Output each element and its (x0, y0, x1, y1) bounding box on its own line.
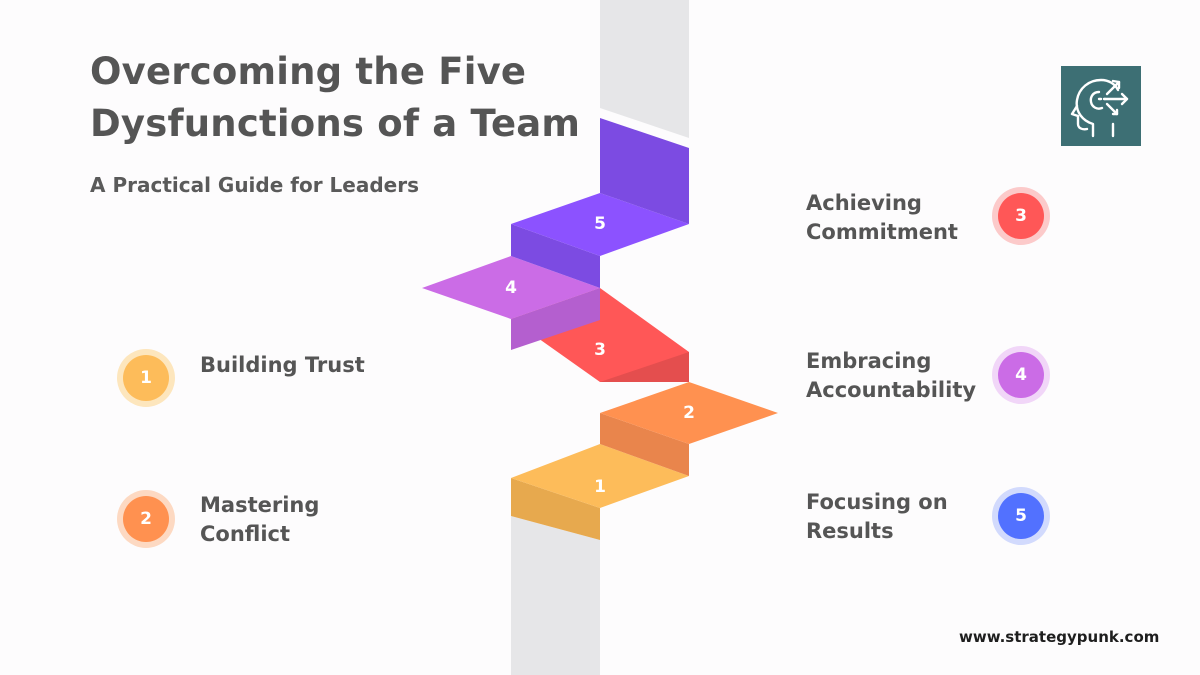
step-label-mastering-conflict: Mastering Conflict (200, 493, 320, 546)
pillar-top (600, 0, 689, 138)
stair-4-tread (422, 256, 600, 319)
stair-number-1: 1 (594, 477, 606, 497)
step-label-focusing-on-results: Focusing on Results (806, 490, 948, 543)
page-title: Overcoming the Five Dysfunctions of a Te… (90, 50, 581, 145)
step-badge-4: 4 (998, 352, 1044, 398)
step-badge-5: 5 (998, 493, 1044, 539)
step-badge-2: 2 (123, 496, 169, 542)
stair-5-tread (511, 193, 689, 256)
stair-number-3: 3 (594, 340, 606, 360)
step-badge-number-5: 5 (1015, 506, 1027, 526)
pillar-bottom (511, 516, 600, 675)
head-arrows-icon (1070, 78, 1129, 138)
step-badge-1: 1 (123, 355, 169, 401)
page-subtitle: A Practical Guide for Leaders (90, 173, 419, 197)
stair-number-2: 2 (683, 403, 695, 423)
logo (1061, 66, 1141, 146)
step-badge-number-4: 4 (1015, 365, 1027, 385)
stair-top-wall (600, 118, 689, 224)
stair-4-riser (511, 288, 600, 350)
step-label-achieving-commitment: Achieving Commitment (806, 191, 958, 244)
step-badge-number-2: 2 (140, 509, 152, 529)
stair-2-tread (600, 382, 778, 444)
website-url[interactable]: www.strategypunk.com (959, 628, 1160, 646)
step-badge-number-3: 3 (1015, 206, 1027, 226)
stair-2-riser (600, 413, 689, 476)
step-label-building-trust: Building Trust (200, 353, 365, 377)
step-badge-3: 3 (998, 193, 1044, 239)
step-label-embracing-accountability: Embracing Accountability (806, 349, 977, 402)
step-badge-number-1: 1 (140, 368, 152, 388)
stair-1-riser (511, 478, 600, 540)
stair-5-riser (511, 224, 600, 288)
stair-number-4: 4 (505, 278, 517, 298)
stair-number-5: 5 (594, 214, 606, 234)
